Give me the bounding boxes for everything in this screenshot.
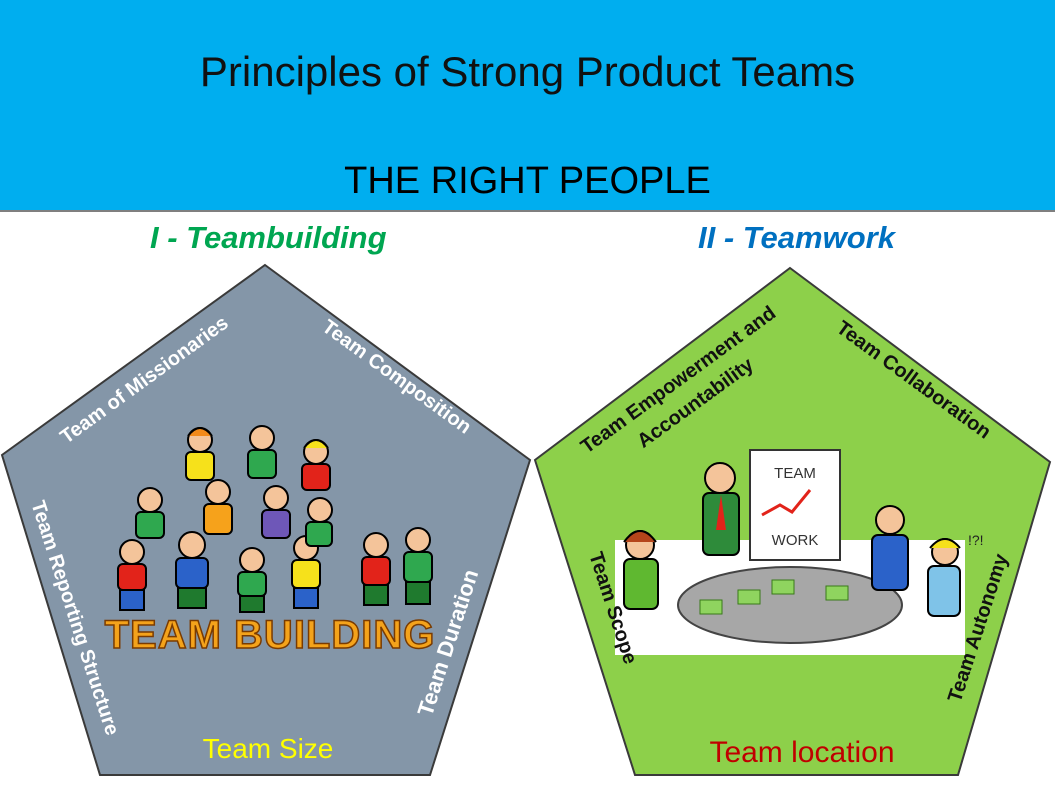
trend-arrow-icon [761,489,812,517]
teambuilding-title: I - Teambuilding [150,220,387,255]
person-figure [927,538,961,617]
page-subtitle: THE RIGHT PEOPLE [344,160,711,202]
person-figure [247,425,277,479]
page-title: Principles of Strong Product Teams [199,48,856,95]
person-figure [117,539,147,611]
team-building-logo-text: TEAM BUILDING [105,613,436,657]
person-figure [403,527,433,605]
header-banner [0,0,1055,212]
team-building-illustration: TEAM BUILDING [104,425,436,658]
note-paper [699,599,723,615]
person-figure [305,497,333,547]
note-paper [825,585,849,601]
person-figure [623,530,659,610]
flipchart-text-team: TEAM [774,465,816,482]
note-paper [737,589,761,605]
label-team-location: Team location [709,736,894,769]
teamwork-title: II - Teamwork [698,220,895,255]
flipchart-icon [749,449,841,561]
person-figure [135,487,165,539]
flipchart-text-work: WORK [772,532,819,549]
note-paper [771,579,795,595]
person-figure [361,532,391,606]
person-figure [871,505,909,591]
person-figure [261,485,291,539]
label-team-size: Team Size [203,733,334,764]
teamwork-meeting-illustration: TEAM WORK !?! [615,449,984,655]
person-figure [175,531,209,609]
person-figure [237,547,267,613]
presenter-figure [702,462,740,556]
exclamation-marks: !?! [968,532,984,548]
person-figure [185,427,215,481]
person-figure [203,479,233,535]
person-figure [301,439,331,491]
